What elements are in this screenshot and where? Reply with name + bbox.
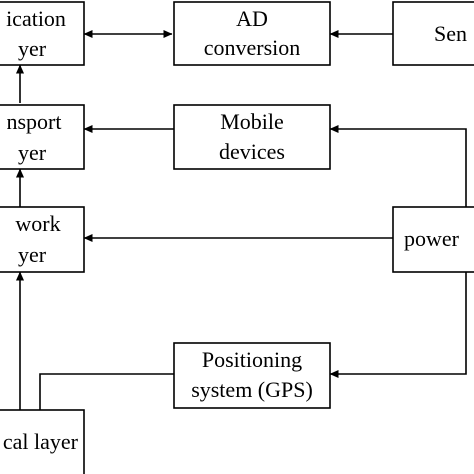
node-transport-layer: nsport yer — [0, 104, 85, 170]
network-layer-line2: yer — [18, 242, 47, 267]
connectors — [15, 29, 467, 410]
application-layer-line1: ication — [6, 6, 66, 31]
node-mobile-devices: Mobile devices — [173, 104, 331, 170]
network-layer-line1: work — [15, 211, 60, 236]
mobile-devices-line1: Mobile — [220, 109, 284, 134]
node-network-layer: work yer — [0, 206, 85, 273]
mobile-devices-line2: devices — [219, 139, 285, 164]
ad-conversion-line2: conversion — [204, 35, 301, 60]
transport-layer-line2: yer — [18, 140, 47, 165]
power-label: power — [404, 226, 460, 251]
node-ad-conversion: AD conversion — [173, 1, 331, 66]
edge-positioning-to-physical — [39, 373, 174, 410]
node-power: power — [392, 206, 474, 273]
node-positioning-system: Positioning system (GPS) — [173, 342, 331, 409]
ad-conversion-line1: AD — [236, 6, 268, 31]
transport-layer-line1: nsport — [7, 109, 62, 134]
node-physical-layer: cal layer — [0, 409, 85, 474]
positioning-system-line1: Positioning — [202, 347, 302, 372]
edge-power-to-positioning — [329, 272, 467, 379]
node-application-layer: ication yer — [0, 1, 85, 66]
physical-layer-label: cal layer — [3, 429, 79, 454]
application-layer-line2: yer — [18, 36, 47, 61]
sensors-label: Sen — [434, 21, 467, 46]
edge-power-to-mobile — [329, 124, 467, 207]
positioning-system-line2: system (GPS) — [191, 377, 313, 402]
node-sensors: Sen — [392, 1, 474, 66]
